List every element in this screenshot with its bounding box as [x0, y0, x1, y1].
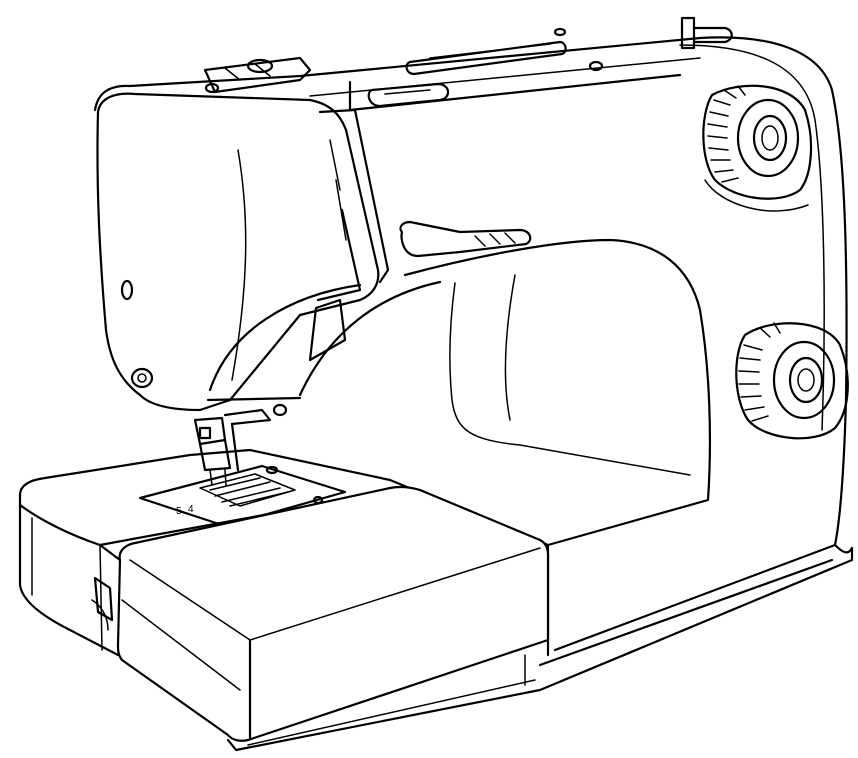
- reverse-lever: [399, 220, 532, 258]
- plate-marking-4: 4: [188, 504, 194, 515]
- base-bottom: [226, 679, 542, 752]
- plate-marking-5: 5: [176, 506, 182, 517]
- thread-guide: [367, 82, 450, 108]
- presser-foot: [193, 403, 288, 486]
- bobbin-winder: [203, 56, 312, 94]
- pattern-selector-dial: [735, 322, 849, 440]
- top-cover: [204, 27, 604, 108]
- stitch-length-dial: [702, 84, 813, 212]
- arm-front: [206, 280, 442, 402]
- needle-plate: [138, 464, 347, 528]
- accessory-box: [91, 485, 550, 742]
- head-cover: [96, 92, 390, 412]
- spool-pin: [680, 16, 733, 50]
